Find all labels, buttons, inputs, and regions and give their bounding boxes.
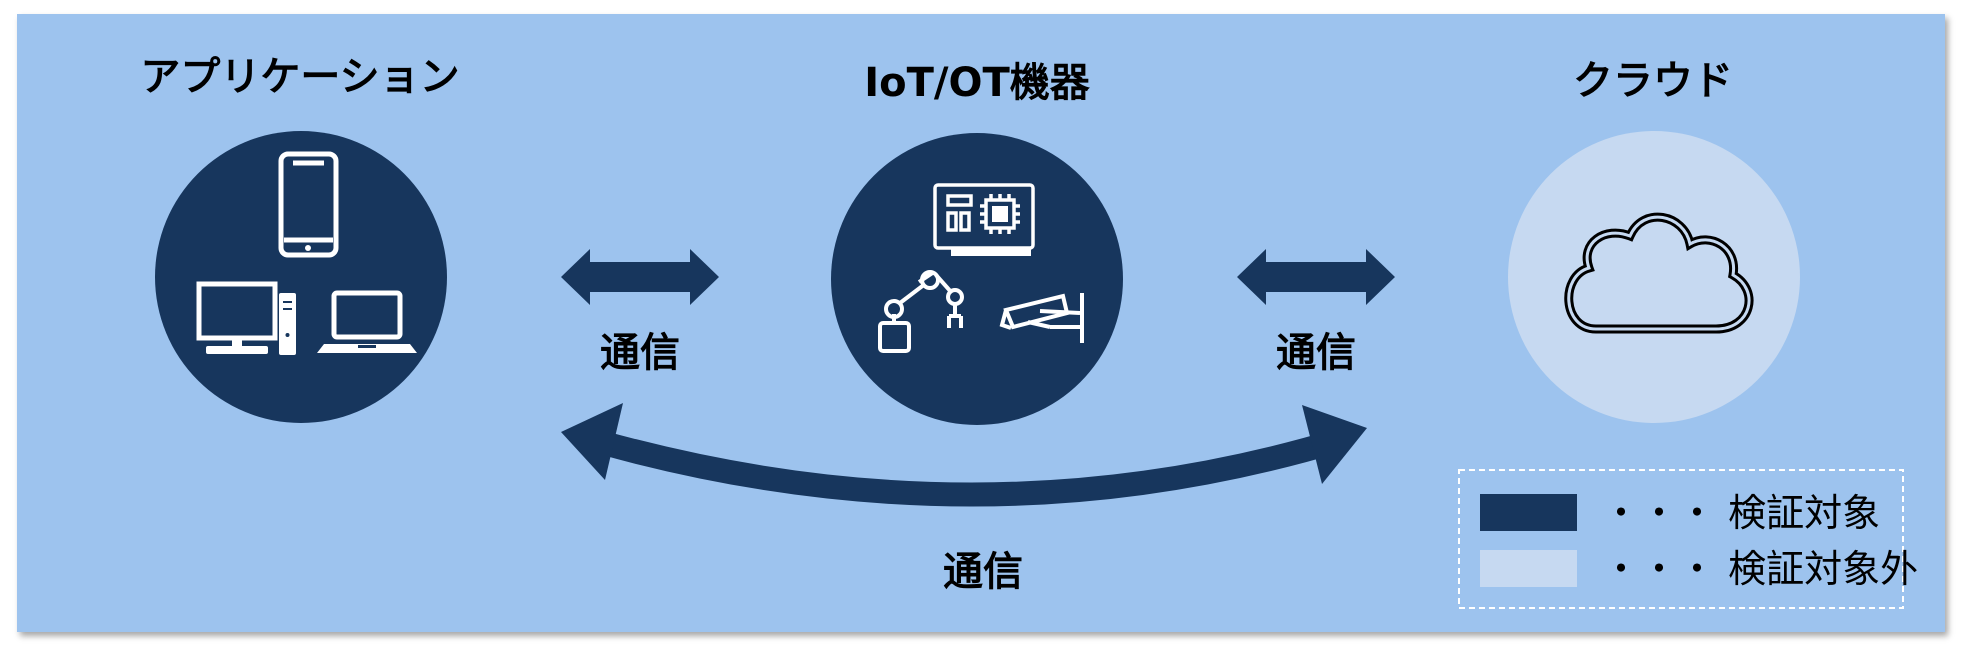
cloud-icon [1564,212,1754,334]
link-label-device-cloud: 通信 [1276,330,1356,376]
cloud-title: クラウド [1573,58,1733,104]
laptop-icon [317,290,417,353]
legend-label-in-scope: ・・・ 検証対象 [1602,491,1880,535]
device-circle [831,133,1123,425]
desktop-pc-icon [196,281,296,355]
legend: ・・・ 検証対象 ・・・ 検証対象外 [1458,469,1918,609]
smartphone-icon [278,151,339,258]
application-title: アプリケーション [140,54,459,100]
security-camera-icon [999,293,1084,343]
arrow-app-device [561,249,719,305]
circuit-board-icon [933,183,1035,256]
application-circle [155,131,447,423]
application-node [155,131,447,423]
device-node [831,133,1123,425]
legend-label-out-of-scope: ・・・ 検証対象外 [1602,547,1918,591]
arrow-app-cloud [561,403,1367,507]
legend-swatch-out-of-scope [1480,550,1577,587]
link-label-app-cloud: 通信 [943,549,1023,595]
robot-arm-icon [878,270,964,353]
legend-swatch-in-scope [1480,494,1577,531]
cloud-circle [1508,131,1800,423]
device-title: IoT/OT機器 [864,60,1091,106]
cloud-node [1508,131,1800,423]
legend-box [1458,469,1904,609]
link-label-app-device: 通信 [600,330,680,376]
arrow-device-cloud [1237,249,1395,305]
